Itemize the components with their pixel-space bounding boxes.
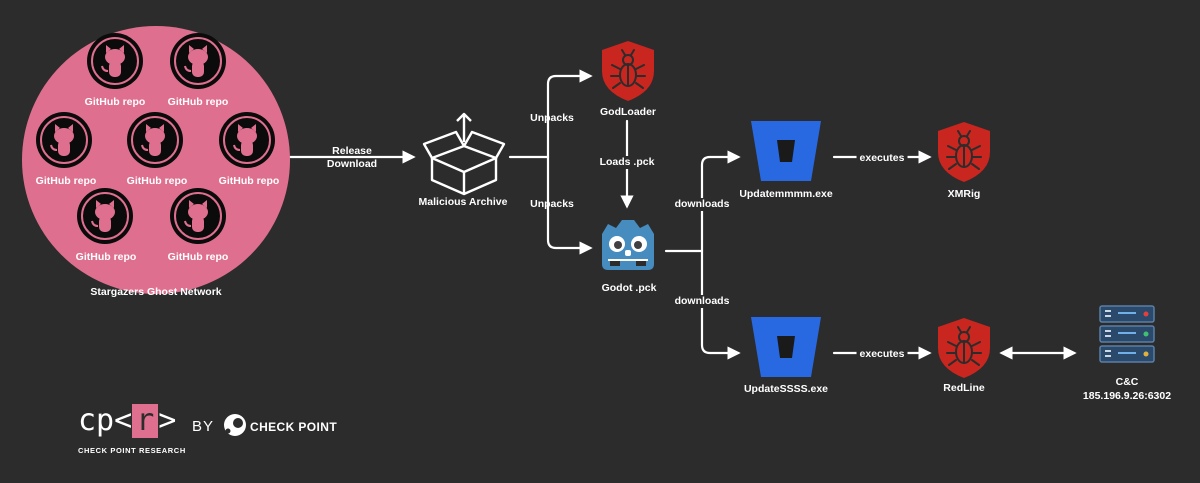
edge-downloads-update1 — [700, 150, 741, 253]
edge-label-downloads-top: downloads — [672, 198, 732, 211]
check-point-logo-icon — [224, 414, 246, 436]
github-icon — [219, 112, 275, 168]
bug-shield-icon — [938, 318, 990, 378]
repo-label: GitHub repo — [75, 251, 137, 263]
node-label-update1: Updatemmmm.exe — [739, 188, 833, 200]
cpr-logo-letter: r — [132, 404, 159, 438]
github-icon — [77, 188, 133, 244]
github-icon — [87, 33, 143, 89]
edge-label-downloads-bottom: downloads — [672, 295, 732, 308]
by-text: BY — [192, 418, 215, 435]
github-icon — [170, 188, 226, 244]
edge-label-loads-pck: Loads .pck — [597, 156, 657, 169]
edge-label-executes-top: executes — [856, 152, 908, 165]
node-label-update2: UpdateSSSS.exe — [743, 383, 829, 395]
edge-label-executes-bottom: executes — [856, 348, 908, 361]
cpr-logo-left: cp — [78, 403, 115, 438]
bitbucket-icon — [751, 121, 821, 181]
bug-shield-icon — [938, 122, 990, 182]
edge-label-unpacks-bottom: Unpacks — [530, 198, 574, 210]
node-label-godot: Godot .pck — [601, 282, 657, 294]
edge-downloads-update2 — [700, 249, 741, 360]
repo-label: GitHub repo — [167, 251, 229, 263]
server-icon — [1099, 305, 1155, 363]
repo-label: GitHub repo — [35, 175, 97, 187]
repo-label: GitHub repo — [167, 96, 229, 108]
bug-shield-icon — [602, 41, 654, 101]
edge-unpacks-godloader — [546, 69, 593, 159]
node-label-archive: Malicious Archive — [418, 196, 508, 208]
github-icon — [170, 33, 226, 89]
godot-icon — [602, 220, 654, 270]
cpr-logo: cp<r> — [78, 403, 177, 438]
edge-label-unpacks-top: Unpacks — [530, 112, 574, 124]
repo-label: GitHub repo — [84, 96, 146, 108]
edge-unpacks-godot — [546, 155, 593, 255]
node-label-xmrig: XMRig — [947, 188, 981, 200]
node-label-cc-address: 185.196.9.26:6302 — [1082, 390, 1172, 402]
node-label-cc-title: C&C — [1115, 376, 1139, 388]
node-label-redline: RedLine — [943, 382, 985, 394]
edge-label-release-download: Release Download — [326, 145, 378, 170]
repo-label: GitHub repo — [126, 175, 188, 187]
github-icon — [36, 112, 92, 168]
check-point-text: CHECK POINT — [250, 420, 338, 434]
node-label-godloader: GodLoader — [599, 106, 657, 118]
network-title: Stargazers Ghost Network — [90, 286, 222, 298]
open-box-icon — [422, 112, 506, 196]
bitbucket-icon — [751, 317, 821, 377]
github-icon — [127, 112, 183, 168]
repo-label: GitHub repo — [218, 175, 280, 187]
cpr-subtitle: CHECK POINT RESEARCH — [78, 446, 186, 455]
